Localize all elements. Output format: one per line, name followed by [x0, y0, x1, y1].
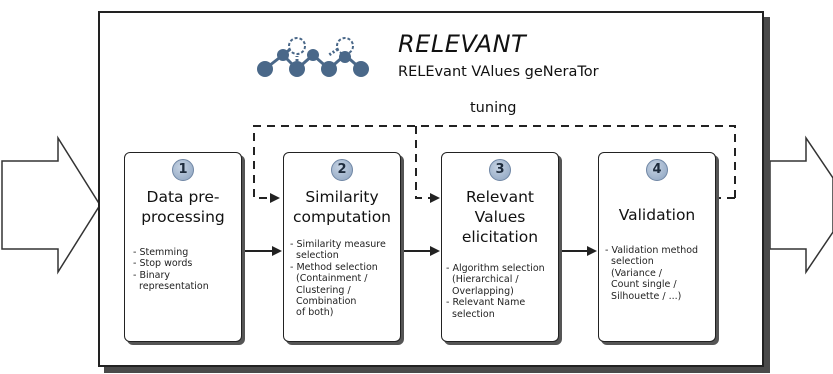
input-arrow: [1, 135, 101, 275]
detail-item: Silhouette / ...): [605, 290, 682, 302]
detail-item: Combination: [290, 296, 357, 308]
detail-item: selection: [605, 256, 654, 268]
step-title-line: Similarity: [305, 188, 379, 206]
detail-item: Count single /: [605, 279, 677, 291]
step-relevant-values-elicitation: 3 Relevant Values elicitation - Algorith…: [441, 152, 559, 342]
step-title: Data pre- processing: [125, 187, 241, 227]
detail-item: selection: [290, 250, 339, 262]
detail-item: - Similarity measure: [290, 239, 386, 250]
step-title-line: processing: [141, 208, 225, 226]
step-number-badge: 4: [646, 159, 668, 181]
tuning-loop: [253, 125, 736, 199]
app-title: RELEVANT: [398, 30, 527, 58]
step-title: Relevant Values elicitation: [442, 187, 558, 247]
output-arrow: [769, 135, 833, 275]
step-title-line: Validation: [618, 206, 696, 224]
step-title: Validation: [599, 205, 715, 225]
detail-item: (Containment /: [290, 273, 368, 285]
detail-item: - Binary: [133, 269, 170, 281]
detail-item: Overlapping): [446, 285, 514, 297]
detail-item: selection: [446, 308, 495, 320]
step-similarity-computation: 2 Similarity computation - Similarity me…: [283, 152, 401, 342]
step-title-line: Data pre-: [146, 188, 220, 206]
step-details: - Similarity measure selection - Method …: [290, 239, 386, 319]
detail-item: (Variance /: [605, 267, 663, 279]
step-title-line: computation: [292, 208, 392, 226]
detail-item: - Algorithm selection: [446, 263, 545, 274]
flow-arrows: [242, 246, 597, 256]
step-details: - Validation method selection (Variance …: [605, 245, 698, 302]
step-data-preprocessing: 1 Data pre- processing - Stemming - Stop…: [124, 152, 242, 342]
step-number-badge: 1: [172, 159, 194, 181]
tuning-label: tuning: [470, 100, 517, 116]
step-title: Similarity computation: [284, 187, 400, 227]
detail-item: Clustering /: [290, 284, 351, 296]
detail-item: representation: [133, 281, 209, 293]
step-title-line: Values: [474, 208, 526, 226]
step-number-badge: 2: [331, 159, 353, 181]
detail-item: (Hierarchical /: [446, 274, 519, 286]
step-title-line: Relevant: [465, 188, 535, 206]
detail-item: - Method selection: [290, 261, 378, 273]
step-number-badge: 3: [489, 159, 511, 181]
step-title-line: elicitation: [461, 228, 539, 246]
step-details: - Algorithm selection (Hierarchical / Ov…: [446, 263, 545, 320]
detail-item: - Validation method: [605, 245, 699, 256]
detail-item: - Relevant Name: [446, 297, 526, 309]
step-validation: 4 Validation - Validation method selecti…: [598, 152, 716, 342]
tuning-arrowhead-3: [430, 193, 440, 203]
detail-item: - Stop words: [133, 258, 193, 270]
app-subtitle: RELEvant VAlues geNeraTor: [398, 64, 599, 80]
network-logo-icon: [257, 37, 369, 77]
tuning-arrowhead-2: [270, 193, 280, 203]
detail-item: - Stemming: [133, 247, 189, 258]
step-details: - Stemming - Stop words - Binary represe…: [133, 247, 209, 293]
detail-item: of both): [290, 307, 334, 319]
